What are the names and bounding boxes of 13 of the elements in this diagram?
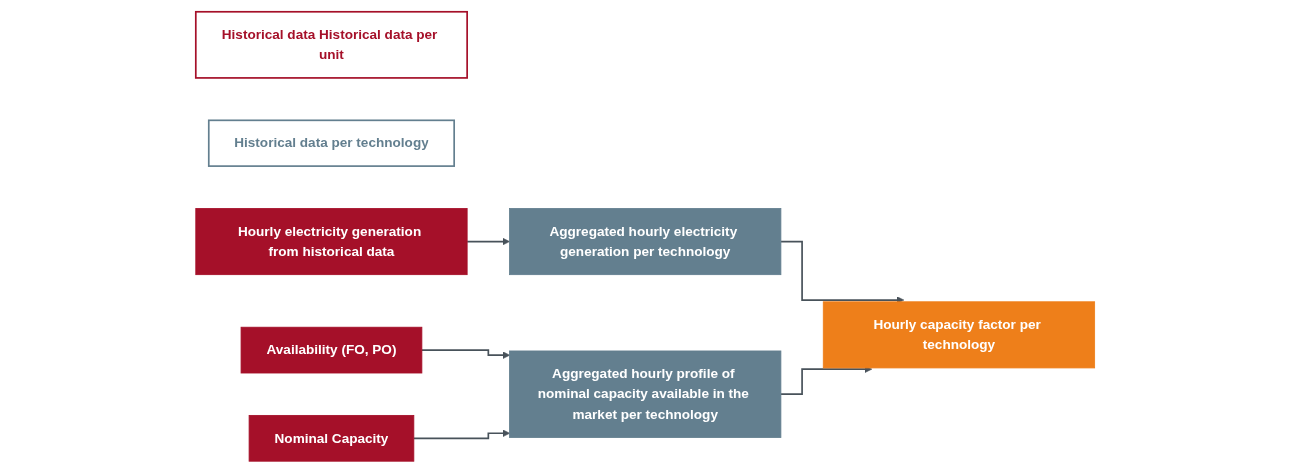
arrow [413, 429, 511, 440]
arrow [466, 237, 511, 246]
node-box: Availability (FO, PO) [240, 326, 423, 374]
arrow [780, 240, 905, 304]
arrow [780, 365, 873, 396]
node-box: Historical data Historical data per unit [195, 10, 469, 79]
node-box: Nominal Capacity [248, 415, 415, 462]
node-box: Hourly capacity factor per technology [823, 301, 1096, 369]
node-box: Historical data per technology [208, 119, 456, 167]
node-box: Hourly electricity generation from historical data [195, 208, 468, 276]
arrow [421, 349, 511, 359]
node-box: Aggregated hourly electricity generation per technology [509, 208, 782, 276]
node-box: Aggregated hourly profile of nominal capacity available in the market per technology [509, 350, 782, 438]
